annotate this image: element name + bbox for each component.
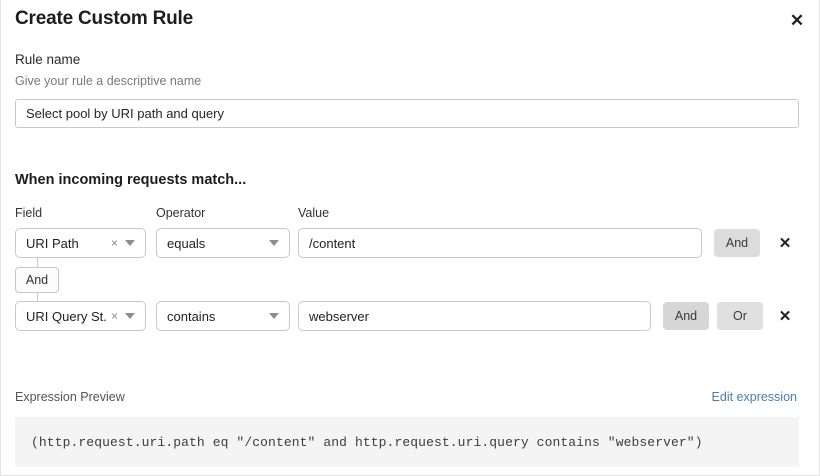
- column-header-operator: Operator: [156, 206, 206, 220]
- chevron-down-icon: [125, 240, 135, 246]
- expression-preview-label: Expression Preview: [15, 390, 125, 404]
- dialog-title: Create Custom Rule: [15, 8, 193, 29]
- rule-name-hint: Give your rule a descriptive name: [15, 74, 202, 88]
- field-select-value: URI Path: [26, 235, 79, 251]
- expression-preview-box: (http.request.uri.path eq "/content" and…: [15, 417, 799, 467]
- operator-select[interactable]: contains: [156, 301, 290, 331]
- column-header-field: Field: [15, 206, 43, 220]
- clear-icon[interactable]: ×: [110, 309, 118, 323]
- close-icon[interactable]: ✕: [789, 10, 805, 30]
- and-button[interactable]: And: [714, 229, 760, 257]
- operator-select-value: equals: [167, 235, 206, 251]
- chevron-down-icon: [269, 240, 279, 246]
- rule-name-label: Rule name: [15, 52, 81, 67]
- operator-select-value: contains: [167, 308, 216, 324]
- connector-line-top: [37, 258, 38, 267]
- field-select[interactable]: URI Query St... ×: [15, 301, 146, 331]
- expression-code: (http.request.uri.path eq "/content" and…: [31, 434, 703, 450]
- column-header-value: Value: [298, 206, 330, 220]
- condition-row: URI Path × equals And ✕: [1, 228, 820, 258]
- delete-condition-icon[interactable]: ✕: [778, 308, 792, 325]
- or-button[interactable]: Or: [717, 302, 763, 330]
- edit-expression-link[interactable]: Edit expression: [711, 390, 797, 404]
- field-select[interactable]: URI Path ×: [15, 228, 146, 258]
- condition-row: URI Query St... × contains And Or ✕: [1, 301, 820, 331]
- field-select-value: URI Query St...: [26, 308, 106, 324]
- chevron-down-icon: [125, 313, 135, 319]
- delete-condition-icon[interactable]: ✕: [778, 235, 792, 252]
- clear-icon[interactable]: ×: [110, 236, 118, 250]
- operator-select[interactable]: equals: [156, 228, 290, 258]
- and-button[interactable]: And: [663, 302, 709, 330]
- chevron-down-icon: [269, 313, 279, 319]
- connector-and-badge[interactable]: And: [15, 267, 59, 293]
- value-input[interactable]: [298, 228, 702, 258]
- connector-line-bottom: [37, 293, 38, 302]
- condition-connector: And: [15, 258, 75, 302]
- rule-name-input[interactable]: [15, 99, 799, 128]
- conditions-heading: When incoming requests match...: [15, 172, 247, 188]
- value-input[interactable]: [298, 301, 651, 331]
